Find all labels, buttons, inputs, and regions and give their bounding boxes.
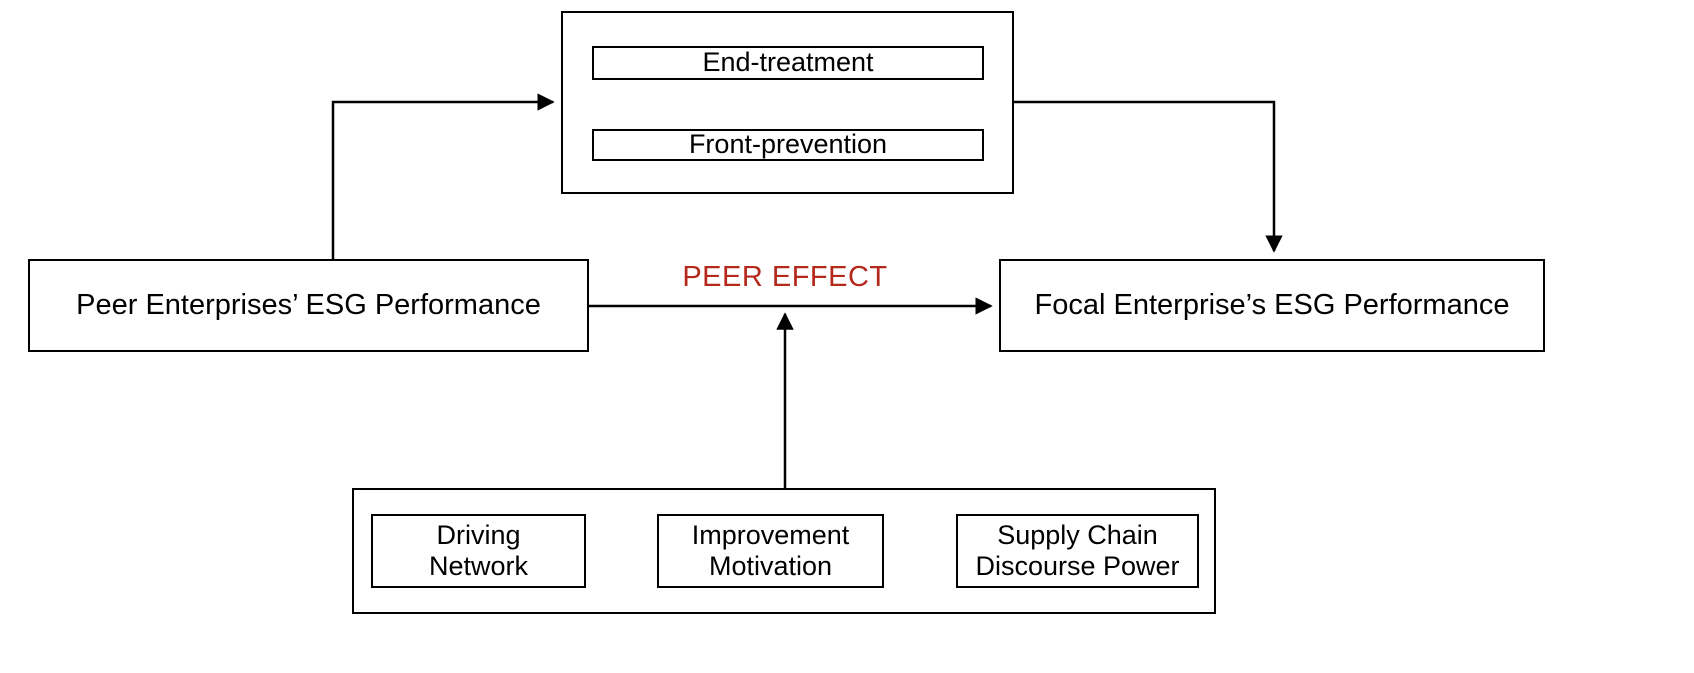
node-supply-chain-discourse-power-line1: Supply Chain [997,519,1158,550]
node-driving-network-label: Driving Network [429,520,528,583]
mechanism-group-container [561,11,1014,194]
node-supply-chain-discourse-power-label: Supply Chain Discourse Power [975,520,1179,583]
connector-mechanism-to-focal [1014,100,1283,253]
node-peer-enterprises-esg-label: Peer Enterprises’ ESG Performance [76,288,541,321]
connector-peer-to-mechanism [331,93,555,259]
peer-effect-label: PEER EFFECT [682,261,888,293]
node-improvement-motivation-label: Improvement Motivation [692,520,850,583]
node-improvement-motivation-line2: Motivation [708,551,833,581]
node-end-treatment[interactable]: End-treatment [592,46,984,80]
node-front-prevention[interactable]: Front-prevention [592,129,984,161]
node-driving-network-line2: Network [428,551,529,581]
node-supply-chain-discourse-power[interactable]: Supply Chain Discourse Power [956,514,1199,588]
node-driving-network-line1: Driving [436,519,521,550]
node-improvement-motivation-line1: Improvement [691,519,850,550]
node-supply-chain-discourse-power-line2: Discourse Power [975,551,1180,581]
node-peer-enterprises-esg[interactable]: Peer Enterprises’ ESG Performance [28,259,589,352]
node-front-prevention-label: Front-prevention [688,129,888,160]
node-end-treatment-label: End-treatment [702,47,874,78]
node-focal-enterprise-esg[interactable]: Focal Enterprise’s ESG Performance [999,259,1545,352]
node-focal-enterprise-esg-label: Focal Enterprise’s ESG Performance [1034,288,1510,321]
node-driving-network[interactable]: Driving Network [371,514,586,588]
node-improvement-motivation[interactable]: Improvement Motivation [657,514,884,588]
